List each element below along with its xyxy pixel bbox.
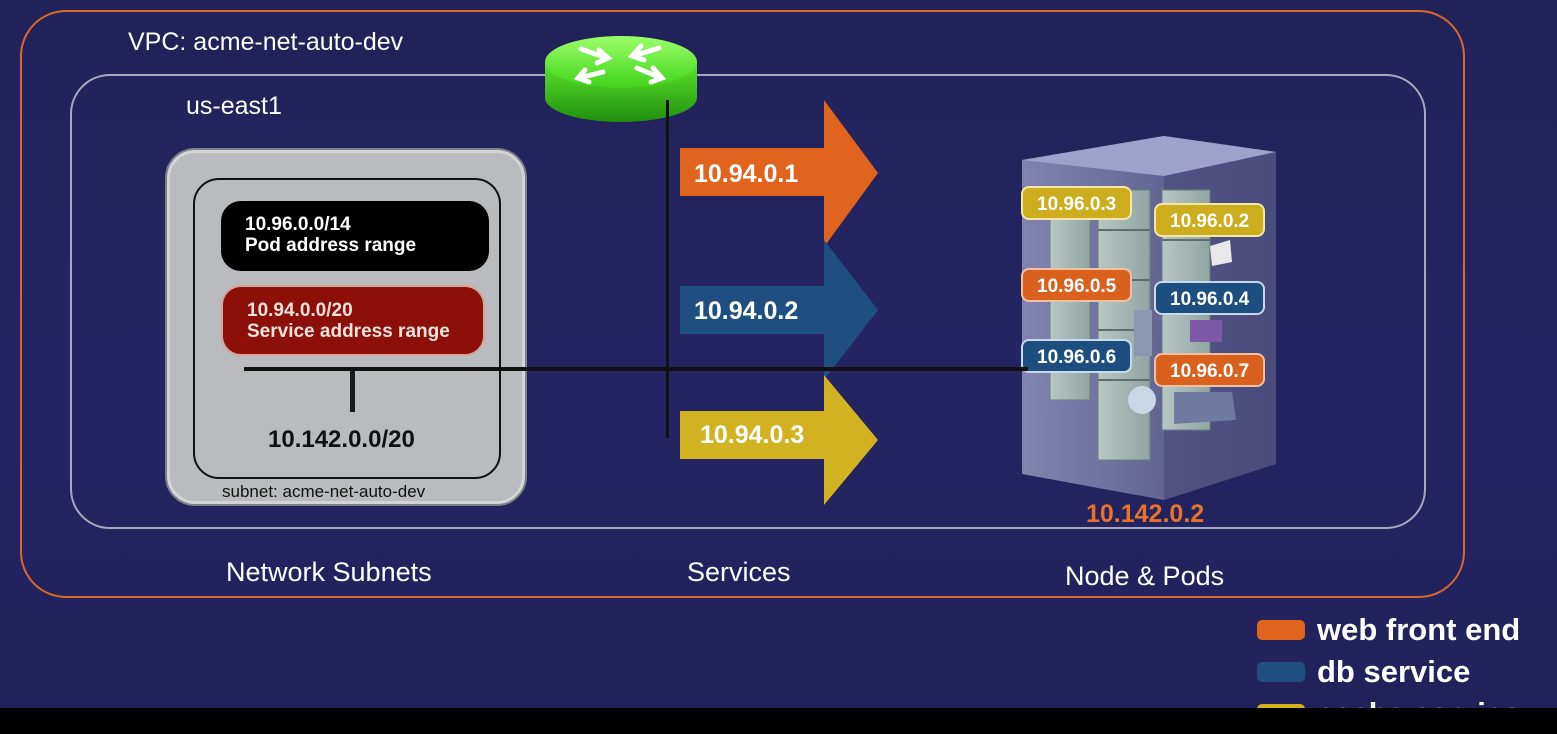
pod-badge: 10.96.0.6: [1021, 339, 1133, 373]
service-arrow-web: [680, 100, 878, 247]
router-trunk-line: [666, 100, 669, 438]
pod-badge: 10.96.0.2: [1154, 203, 1266, 237]
pod-badge: 10.96.0.7: [1154, 353, 1266, 387]
service-ip-db: 10.94.0.2: [694, 297, 799, 325]
service-ip-web: 10.94.0.1: [694, 160, 799, 188]
pod-badge: 10.96.0.4: [1154, 281, 1266, 315]
subnet-drop-line: [350, 370, 355, 412]
subnet-inner-frame: [193, 178, 501, 479]
legend-swatch: [1257, 620, 1305, 640]
service-arrow-db: [680, 240, 878, 380]
subnet-name: subnet: acme-net-auto-dev: [222, 482, 426, 501]
legend-label: web front end: [1317, 612, 1521, 647]
service-ip-cache: 10.94.0.3: [700, 421, 805, 449]
bottom-black-bar: [0, 708, 1557, 734]
network-link-line: [244, 367, 1028, 371]
region-boundary: [70, 74, 1426, 529]
service-range-cidr: 10.94.0.0/20: [247, 300, 353, 321]
subnet-cidr: 10.142.0.0/20: [268, 426, 415, 453]
router-icon: [545, 36, 697, 122]
service-arrow-cache: [680, 375, 878, 505]
legend-label: db service: [1317, 654, 1471, 689]
column-label-nodes: Node & Pods: [1065, 561, 1225, 591]
legend-swatch: [1257, 662, 1305, 682]
column-label-services: Services: [687, 557, 791, 587]
pod-address-range: 10.96.0.0/14 Pod address range: [221, 201, 489, 271]
pod-range-label: Pod address range: [245, 235, 417, 256]
vpc-label: VPC: acme-net-auto-dev: [128, 28, 404, 56]
region-label: us-east1: [186, 92, 282, 120]
pod-badge: 10.96.0.3: [1021, 186, 1133, 220]
vpc-boundary: [20, 10, 1465, 598]
service-address-range: 10.94.0.0/20 Service address range: [221, 285, 485, 356]
pod-badge: 10.96.0.5: [1021, 268, 1133, 302]
node-ip: 10.142.0.2: [1086, 500, 1205, 528]
pod-range-cidr: 10.96.0.0/14: [245, 214, 351, 235]
service-range-label: Service address range: [247, 321, 450, 342]
service-arrows: [680, 100, 878, 505]
column-label-subnets: Network Subnets: [226, 557, 432, 587]
